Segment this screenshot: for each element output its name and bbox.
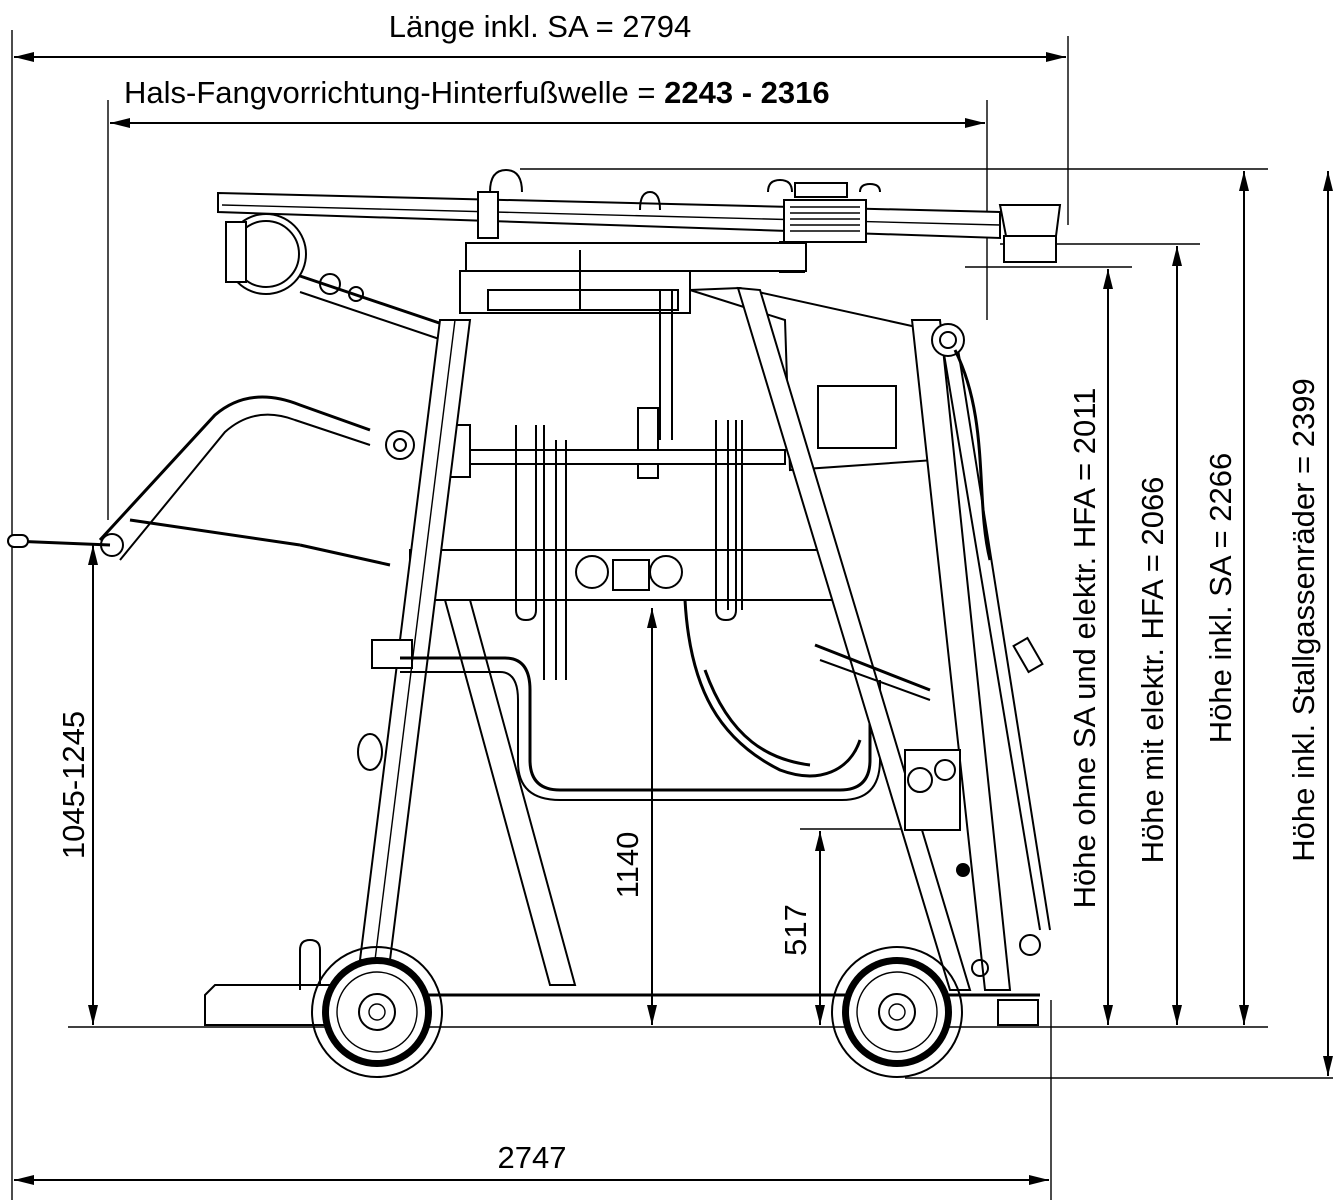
neck-ring xyxy=(225,213,461,347)
height-without-sa-label: Höhe ohne SA und elektr. HFA = 2011 xyxy=(1067,388,1102,909)
lower-frame xyxy=(400,656,881,801)
length-incl-sa-label: Länge inkl. SA = 2794 xyxy=(389,9,692,44)
right-wheel xyxy=(831,946,963,1078)
dimension-labels: Länge inkl. SA = 2794 Hals-Fangvorrichtu… xyxy=(56,9,1321,1175)
height-incl-sa-label: Höhe inkl. SA = 2266 xyxy=(1203,453,1238,743)
control-lever xyxy=(814,636,1044,877)
frame-height-label: 1140 xyxy=(610,832,645,899)
neck-rail-value: 2243 - 2316 xyxy=(664,75,829,110)
handle-height-label: 1045-1245 xyxy=(56,711,91,859)
handle xyxy=(7,395,415,567)
diagonal-strut xyxy=(443,599,577,986)
hose xyxy=(683,599,862,778)
wheelbase-total-label: 2747 xyxy=(498,1140,567,1175)
neck-rail-label-text: Hals-Fangvorrichtung-Hinterfußwelle = xyxy=(124,75,664,110)
neck-gate xyxy=(459,242,807,479)
left-wheel xyxy=(311,946,443,1078)
dimension-lines xyxy=(11,30,1333,1200)
neck-rail-label: Hals-Fangvorrichtung-Hinterfußwelle = 22… xyxy=(124,75,830,110)
front-left-leg xyxy=(357,319,472,961)
height-with-hfa-label: Höhe mit elektr. HFA = 2066 xyxy=(1135,477,1170,864)
height-incl-wheels-label: Höhe inkl. Stallgassenräder = 2399 xyxy=(1286,378,1321,861)
lower-height-label: 517 xyxy=(778,904,813,956)
machine-drawing xyxy=(7,168,1062,1078)
feed-bars xyxy=(515,420,743,680)
